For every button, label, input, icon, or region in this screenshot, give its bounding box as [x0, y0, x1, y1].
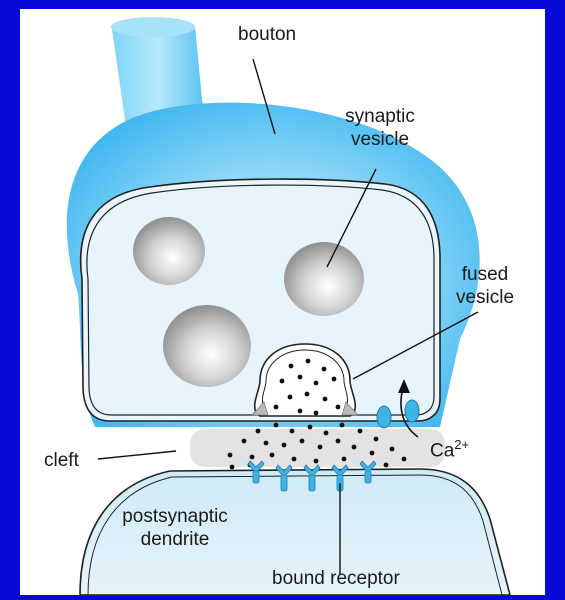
calcium-channel-2 [405, 400, 419, 422]
label-calcium-charge: 2+ [454, 437, 469, 452]
label-calcium: Ca2+ [430, 433, 469, 462]
label-synaptic: synaptic [320, 105, 440, 128]
axon-end [111, 17, 195, 37]
label-cleft: cleft [44, 449, 79, 472]
synaptic-vesicle-1 [133, 217, 205, 285]
label-fused-vesicle: fused vesicle [440, 263, 530, 309]
label-fused: fused [440, 263, 530, 286]
label-postsynaptic-dendrite: postsynaptic dendrite [100, 505, 250, 551]
label-bouton: bouton [238, 23, 296, 46]
label-calcium-symbol: Ca [430, 440, 454, 461]
synaptic-vesicle-2 [284, 242, 364, 316]
label-postsynaptic: postsynaptic [100, 505, 250, 528]
calcium-channel-1 [377, 406, 391, 428]
diagram-panel: bouton synaptic vesicle fused vesicle Ca… [20, 9, 545, 595]
label-fused-vesicle-word: vesicle [440, 286, 530, 309]
label-bound-receptor: bound receptor [272, 567, 400, 590]
label-vesicle: vesicle [320, 128, 440, 151]
label-synaptic-vesicle: synaptic vesicle [320, 105, 440, 151]
label-dendrite: dendrite [100, 528, 250, 551]
synaptic-vesicle-3 [163, 305, 251, 387]
